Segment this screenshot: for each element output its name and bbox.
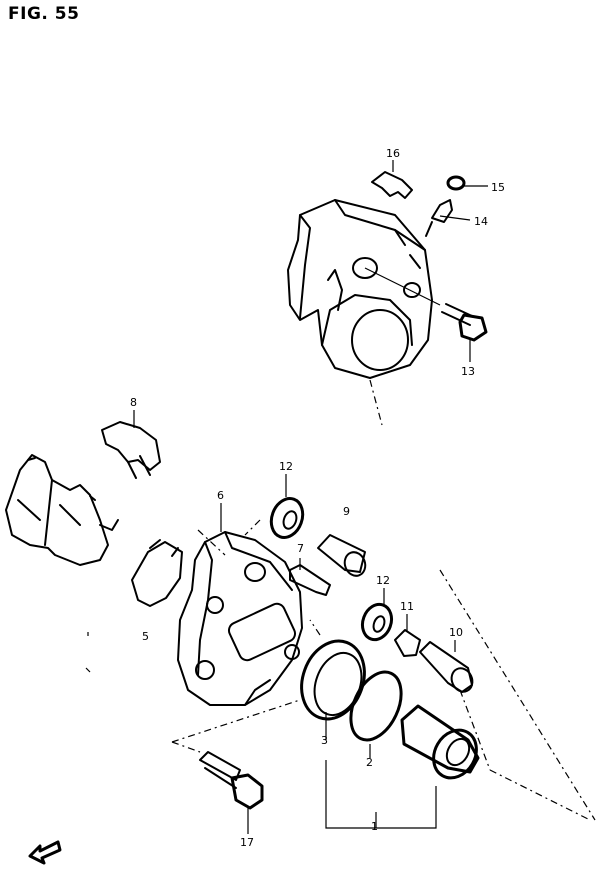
piston-seal-2 xyxy=(349,670,403,742)
leader-lines xyxy=(133,160,596,834)
sleeve-11 xyxy=(394,629,421,657)
dust-seal-3 xyxy=(300,639,366,721)
front-arrow-icon xyxy=(28,840,62,865)
part-label-12-upper: 12 xyxy=(279,460,293,473)
lower-mount-bolt xyxy=(199,751,264,810)
part-label-2: 2 xyxy=(366,756,373,769)
bleeder-valve xyxy=(425,199,453,237)
part-label-3: 3 xyxy=(321,734,328,747)
pad-spring xyxy=(101,421,161,479)
piston-1 xyxy=(400,704,480,780)
lower-caliper-body xyxy=(177,531,303,706)
pad-pin-7 xyxy=(289,564,331,596)
part-label-16: 16 xyxy=(386,147,400,160)
part-label-1: 1 xyxy=(371,820,378,833)
part-label-10: 10 xyxy=(449,626,463,639)
part-label-7: 7 xyxy=(297,542,304,555)
brake-pad-set xyxy=(5,454,119,566)
clip-plate xyxy=(371,171,413,199)
upper-mount-bolt xyxy=(441,303,488,342)
boot-12-upper xyxy=(269,497,305,539)
part-label-13: 13 xyxy=(461,365,475,378)
part-label-5: 5 xyxy=(142,630,149,643)
slide-sleeve xyxy=(317,534,367,577)
bleeder-cap xyxy=(446,175,466,191)
part-label-12-lower: 12 xyxy=(376,574,390,587)
part-label-17: 17 xyxy=(240,836,254,849)
boot-12-lower xyxy=(360,602,394,642)
upper-caliper-body xyxy=(287,199,441,379)
slide-pin-10 xyxy=(419,641,474,693)
part-label-9: 9 xyxy=(343,505,350,518)
part-label-14: 14 xyxy=(474,215,488,228)
part-label-15: 15 xyxy=(491,181,505,194)
pad-marks xyxy=(85,632,91,673)
part-label-6: 6 xyxy=(217,489,224,502)
part-labels: 16 15 14 13 8 12 6 9 7 12 11 10 5 3 2 1 … xyxy=(130,147,505,849)
part-label-11: 11 xyxy=(400,600,414,613)
pad-shim xyxy=(131,539,183,607)
figure-title: FIG. 55 xyxy=(8,4,80,24)
part-label-8: 8 xyxy=(130,396,137,409)
